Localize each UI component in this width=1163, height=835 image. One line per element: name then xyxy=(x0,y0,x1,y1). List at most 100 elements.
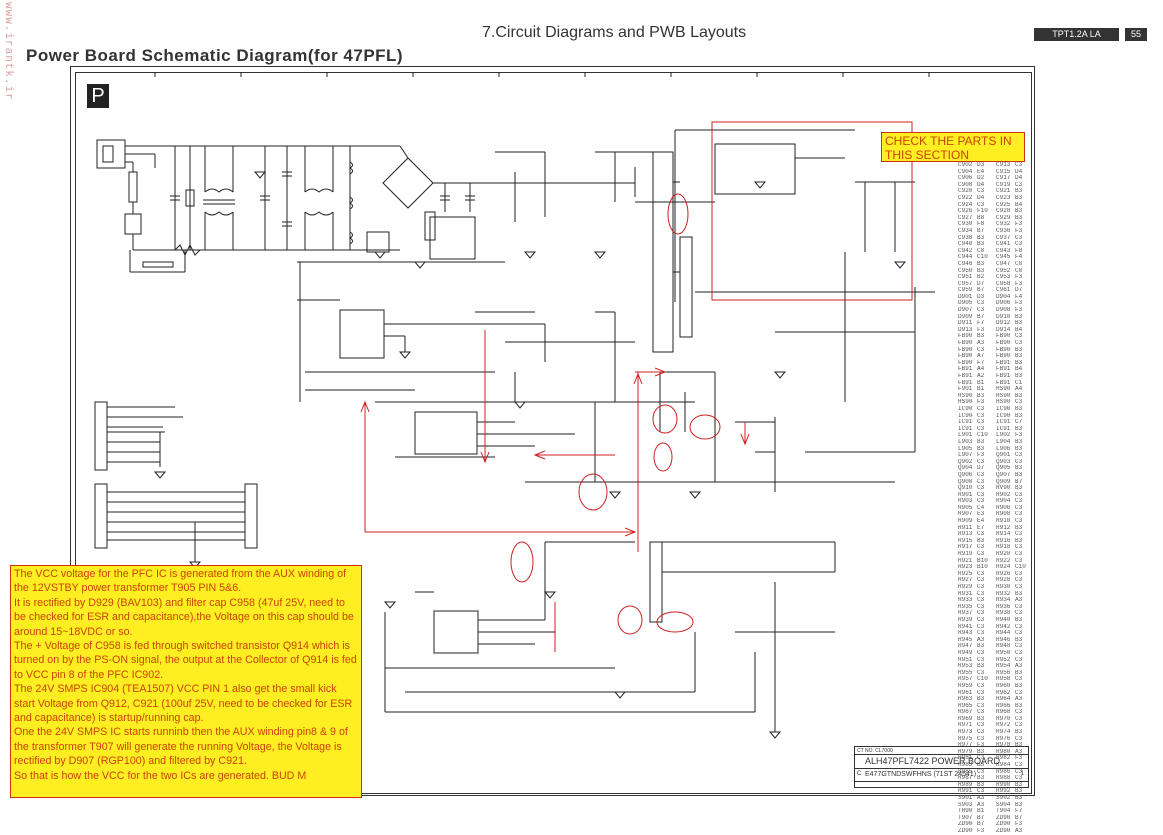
parts-table-cell: C8 xyxy=(1015,267,1023,274)
parts-table-cell: R940 xyxy=(996,616,1011,623)
parts-table-cell: R947 xyxy=(958,643,973,650)
parts-table-cell: C938 xyxy=(958,234,973,241)
parts-table-cell: F8 xyxy=(1015,247,1023,254)
parts-table-cell: R964 xyxy=(996,696,1011,703)
parts-table-cell: C929 xyxy=(996,214,1011,221)
parts-table-cell: D913 xyxy=(958,326,973,333)
parts-table-cell: FB907 xyxy=(958,353,973,360)
parts-table-cell: F3 xyxy=(1015,300,1023,307)
parts-table-cell: R925 xyxy=(958,570,973,577)
parts-table-cell: B7 xyxy=(977,821,985,828)
parts-table-cell: FB901 xyxy=(958,333,973,340)
diagram-title: Power Board Schematic Diagram(for 47PFL) xyxy=(26,46,404,65)
parts-table-cell: R950 xyxy=(996,649,1011,656)
parts-table-cell: R905 xyxy=(958,504,973,511)
parts-table-cell: R908 xyxy=(996,511,1011,518)
parts-table-cell: D910 xyxy=(996,313,1011,320)
parts-table-row: FB905C3FB906B3 xyxy=(958,347,1030,354)
parts-table-cell: IC913 xyxy=(996,425,1011,432)
parts-table-cell: R946 xyxy=(996,636,1011,643)
parts-table-cell: C3 xyxy=(1015,570,1023,577)
parts-table-cell: C3 xyxy=(977,729,985,736)
parts-table-cell: B3 xyxy=(1015,801,1023,808)
parts-table-cell: Q901 xyxy=(996,452,1011,459)
parts-table-cell: D901 xyxy=(958,293,973,300)
parts-table-cell: R970 xyxy=(996,715,1011,722)
parts-table-cell: C952 xyxy=(996,267,1011,274)
parts-table-cell: A3 xyxy=(977,795,985,801)
parts-table-cell: ZD906 xyxy=(958,827,973,834)
parts-table-cell: B3 xyxy=(1015,313,1023,320)
parts-table-cell: R959 xyxy=(958,682,973,689)
board-name: ALH47PFL7422 POWER BOARD xyxy=(865,756,1001,766)
parts-table-cell: R969 xyxy=(958,715,973,722)
parts-table-cell: C3 xyxy=(1015,775,1023,782)
parts-table-cell: F3 xyxy=(1015,307,1023,314)
parts-table-cell: R901 xyxy=(958,491,973,498)
parts-table-cell: IC911 xyxy=(996,419,1011,426)
parts-table-cell: B3 xyxy=(1015,781,1023,788)
parts-table-cell: A3 xyxy=(1015,663,1023,670)
parts-table-cell: F8 xyxy=(977,221,985,228)
parts-table-cell: R989 xyxy=(958,781,973,788)
title-block-divider xyxy=(855,768,1028,769)
parts-table-cell: B3 xyxy=(1015,346,1023,353)
parts-table-cell: C3 xyxy=(977,491,985,498)
parts-table-cell: C958 xyxy=(996,280,1011,287)
parts-table-cell: L903 xyxy=(958,438,973,445)
ac-input-section xyxy=(96,139,505,273)
parts-table-cell: D3 xyxy=(977,293,985,300)
vcc-explanation-note: The VCC voltage for the PFC IC is genera… xyxy=(10,565,362,798)
parts-table-cell: R917 xyxy=(958,544,973,551)
parts-table-cell: C3 xyxy=(977,485,985,492)
parts-table-cell: C936 xyxy=(996,227,1011,234)
parts-table-cell: C3 xyxy=(977,610,985,617)
parts-table-cell: C945 xyxy=(996,254,1011,261)
parts-table-cell: R990 xyxy=(996,781,1011,788)
parts-table-cell: R904 xyxy=(996,498,1011,505)
parts-table-cell: F3 xyxy=(977,742,985,749)
parts-table-cell: R983 xyxy=(958,762,973,769)
parts-table-cell: C3 xyxy=(1015,649,1023,656)
parts-table-cell: C3 xyxy=(977,300,985,307)
parts-table-cell: C10 xyxy=(977,254,988,261)
parts-table-cell: B4 xyxy=(1015,201,1023,208)
parts-table-cell: D2 xyxy=(977,175,985,182)
parts-table-cell: L904 xyxy=(996,438,1011,445)
parts-table-cell: A7 xyxy=(977,353,985,360)
parts-table-cell: HS901 xyxy=(996,386,1011,393)
parts-table-cell: R931 xyxy=(958,590,973,597)
parts-table-cell: R923 xyxy=(958,564,973,571)
parts-table-cell: C3 xyxy=(1015,452,1023,459)
parts-table-cell: FB902 xyxy=(996,333,1011,340)
note-paragraph: It is rectified by D929 (BAV103) and fil… xyxy=(14,596,354,638)
parts-table-cell: A2 xyxy=(977,373,985,379)
doc-code-badge: TPT1.2A LA xyxy=(1034,28,1119,41)
parts-table-cell: IC906 xyxy=(996,412,1011,419)
parts-table-cell: R943 xyxy=(958,630,973,637)
drawing-frame-outer xyxy=(70,66,1035,796)
parts-table-cell: F3 xyxy=(1015,221,1023,228)
title-block: CT NO. CL7000 ALH47PFL7422 POWER BOARD C… xyxy=(854,746,1029,788)
parts-table-cell: B3 xyxy=(1015,412,1023,419)
parts-table-cell: C3 xyxy=(1015,491,1023,498)
parts-table-cell: R957 xyxy=(958,676,973,683)
parts-table-cell: R986 xyxy=(996,768,1011,775)
page-number-badge: 55 xyxy=(1125,28,1147,41)
parts-table-cell: B3 xyxy=(1015,729,1023,736)
parts-table-cell: B3 xyxy=(977,748,985,755)
parts-table-cell: C3 xyxy=(977,669,985,676)
